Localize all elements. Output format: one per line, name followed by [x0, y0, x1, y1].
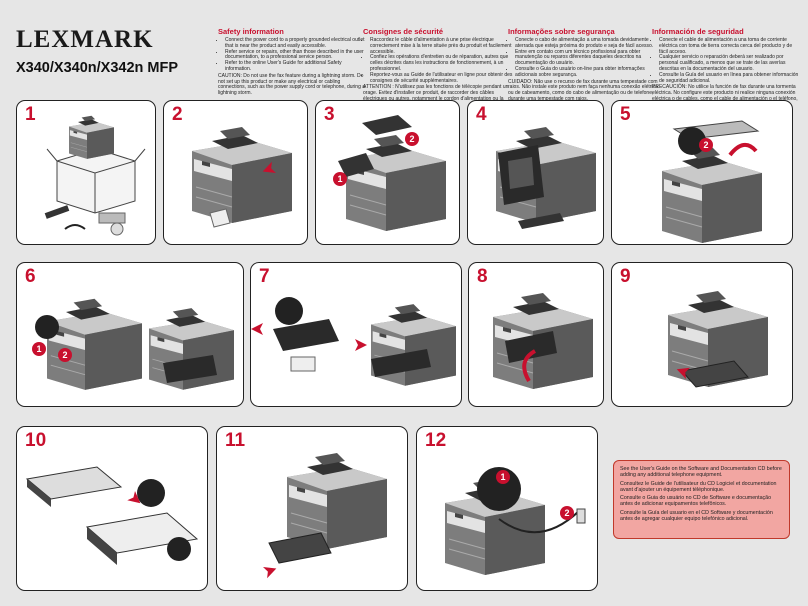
safety-bullet: Connect the power cord to a properly gro…: [225, 37, 368, 50]
step-11-panel: 11: [216, 426, 408, 591]
step-3-panel: 3 2 1: [315, 100, 460, 245]
remove-toner-illustration: 2 1: [32, 298, 235, 391]
safety-bullet: Confiez les opérations d'entretien ou de…: [370, 54, 513, 72]
step-number: 7: [259, 266, 270, 287]
safety-bullet: Raccordez le câble d'alimentation à une …: [370, 37, 513, 55]
safety-title-pt: Informações sobre segurança: [508, 27, 615, 36]
attach-tray-illustration: 2 1: [333, 115, 447, 232]
remove-tape-illustration: [191, 126, 293, 228]
step-number: 2: [172, 104, 183, 125]
step-9-panel: 9: [611, 262, 793, 407]
insert-tray-illustration: [263, 452, 388, 579]
model-title: X340/X340n/X342n MFP: [16, 60, 178, 76]
step-10-panel: 10: [16, 426, 208, 591]
safety-bullet: Refer to the online User's Guide for add…: [225, 60, 368, 73]
callout-2: 2: [62, 350, 67, 360]
step-number: 11: [225, 430, 246, 451]
safety-bullet: Conecte o cabo de alimentação a uma toma…: [515, 37, 658, 50]
safety-bullet: Consulte la Guía del usuario en línea pa…: [659, 72, 802, 85]
safety-info-pt: Informações sobre segurança Conecte o ca…: [508, 28, 658, 103]
remove-tray-illustration: [667, 290, 769, 388]
safety-title-fr: Consignes de sécurité: [363, 27, 444, 36]
safety-caution-pt: CUIDADO: Não use o recurso de fax durant…: [508, 78, 658, 102]
callout-2: 2: [564, 508, 569, 518]
step-number: 10: [25, 430, 47, 451]
safety-bullet: Refer service or repairs, other than tho…: [225, 49, 368, 62]
safety-bullet: Consulte o Guia do usuário on-line para …: [515, 66, 658, 79]
lexmark-logo: LEXMARK: [16, 26, 154, 53]
safety-bullet: Reportez-vous au Guide de l'utilisateur …: [370, 72, 513, 85]
step-7-panel: 7: [250, 262, 462, 407]
telephone-equipment-note: See the User's Guide on the Software and…: [613, 460, 790, 539]
insert-toner-illustration: [492, 292, 594, 390]
step-number: 9: [620, 266, 631, 287]
step-number: 12: [425, 430, 447, 451]
step-number: 1: [25, 104, 36, 125]
note-en: See the User's Guide on the Software and…: [620, 466, 782, 479]
unpack-drum-illustration: [251, 297, 457, 387]
safety-title-es: Información de seguridad: [652, 27, 744, 36]
step-6-panel: 6 2 1: [16, 262, 244, 407]
step-1-panel: 1: [16, 100, 156, 245]
callout-1: 1: [36, 344, 41, 354]
step-number: 5: [620, 104, 631, 125]
step-8-panel: 8: [468, 262, 604, 407]
step-number: 3: [324, 104, 335, 125]
callout-1: 1: [500, 472, 505, 482]
unlock-scanner-illustration: 2: [661, 120, 763, 244]
safety-bullet: Entre em contato com um técnico profissi…: [515, 49, 658, 67]
unboxing-illustration: [44, 115, 146, 236]
step-4-panel: 4: [467, 100, 604, 245]
callout-2: 2: [703, 140, 708, 150]
safety-title-en: Safety information: [218, 27, 284, 36]
safety-info-es: Información de seguridad Conecte el cabl…: [652, 28, 802, 109]
safety-info-fr: Consignes de sécurité Raccordez le câble…: [363, 28, 513, 109]
step-2-panel: 2: [163, 100, 308, 245]
connect-phone-cable-illustration: 1 2: [444, 467, 586, 576]
note-fr: Consultez le Guide de l'utilisateur du C…: [620, 480, 777, 493]
step-5-panel: 5 2: [611, 100, 793, 245]
note-pt: Consulte o Guia do usuário no CD de Soft…: [620, 495, 772, 508]
callout-1: 1: [337, 174, 342, 184]
page-header: LEXMARK X340/X340n/X342n MFP Safety info…: [0, 0, 808, 108]
safety-caution-en: CAUTION: Do not use the fax feature duri…: [218, 72, 366, 97]
callout-2: 2: [409, 134, 414, 144]
load-paper-illustration: [25, 466, 199, 565]
note-es: Consulte la Guía del usuario en el CD So…: [620, 509, 773, 523]
safety-bullet: Cualquier servicio o reparación deberá s…: [659, 54, 802, 72]
open-cover-illustration: [495, 126, 597, 229]
step-number: 6: [25, 266, 36, 287]
step-number: 4: [476, 104, 487, 125]
step-12-panel: 12 1 2: [416, 426, 598, 591]
step-number: 8: [477, 266, 488, 287]
safety-bullet: Conecte el cable de alimentación a una t…: [659, 37, 802, 55]
safety-info-en: Safety information Connect the power cor…: [218, 28, 368, 97]
